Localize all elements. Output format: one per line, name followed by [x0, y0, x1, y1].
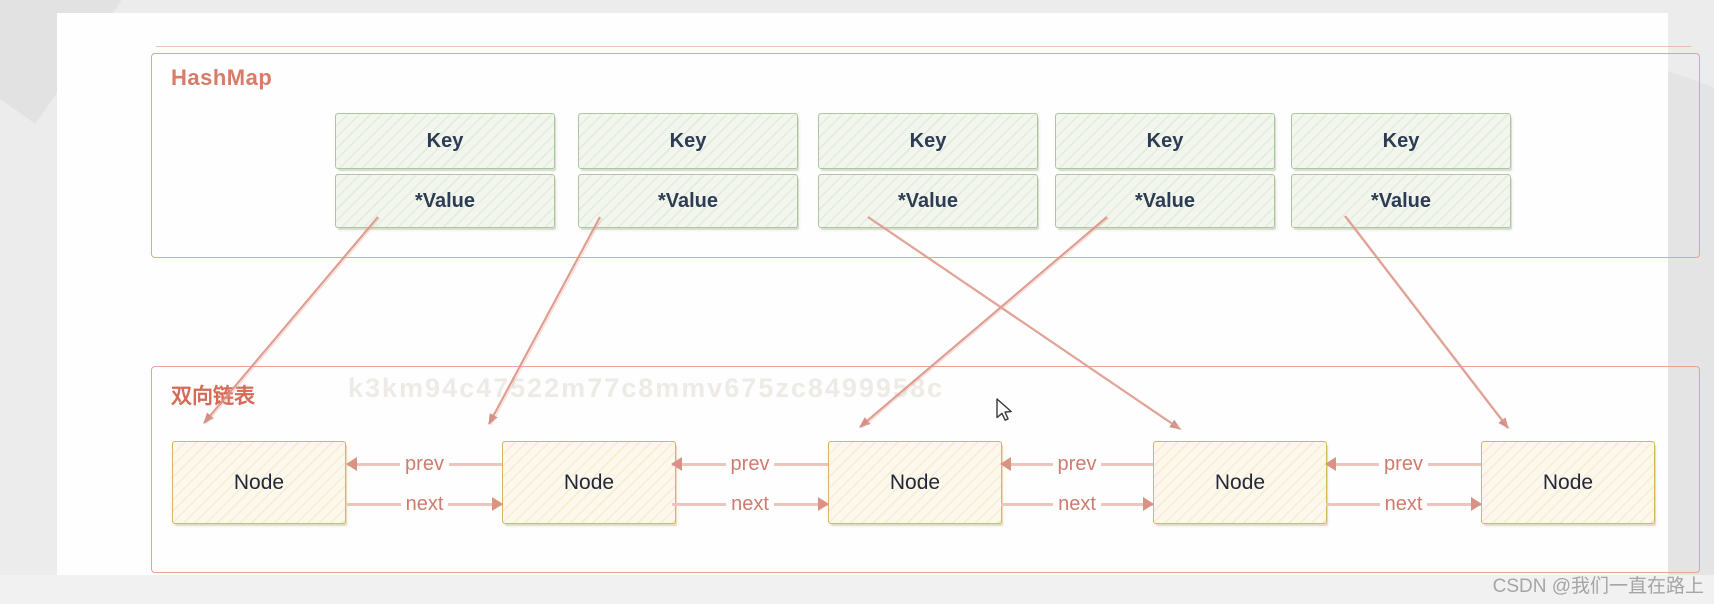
hashmap-entry-5: Key *Value — [1291, 113, 1511, 228]
value-box-1: *Value — [335, 174, 555, 228]
background-strip-bottom — [0, 575, 1714, 604]
node-4: Node — [1153, 441, 1327, 524]
value-box-5: *Value — [1291, 174, 1511, 228]
hashmap-entry-3: Key *Value — [818, 113, 1038, 228]
linkedlist-container: 双向链表 k3km94c47522m77c8mmv675zc8499958c N… — [151, 366, 1700, 573]
node-2: Node — [502, 441, 676, 524]
node-3: Node — [828, 441, 1002, 524]
link-node2-node3: prev next — [671, 453, 829, 517]
node-5: Node — [1481, 441, 1655, 524]
hashmap-label: HashMap — [171, 65, 273, 90]
node-1: Node — [172, 441, 346, 524]
prev-arrowhead-icon — [1325, 457, 1336, 471]
prev-arrowhead-icon — [1000, 457, 1011, 471]
key-box-1: Key — [335, 113, 555, 169]
next-arrowhead-icon — [1143, 497, 1154, 511]
value-box-4: *Value — [1055, 174, 1275, 228]
csdn-watermark: CSDN @我们一直在路上 — [1492, 576, 1704, 597]
prev-arrowhead-icon — [346, 457, 357, 471]
hashmap-entry-1: Key *Value — [335, 113, 555, 228]
key-box-4: Key — [1055, 113, 1275, 169]
value-box-2: *Value — [578, 174, 798, 228]
ghost-hash-watermark: k3km94c47522m77c8mmv675zc8499958c — [348, 373, 944, 403]
prev-label: prev — [347, 453, 502, 475]
link-node1-node2: prev next — [346, 453, 503, 517]
next-label: next — [672, 493, 828, 515]
next-arrowhead-icon — [492, 497, 503, 511]
hashmap-entry-2: Key *Value — [578, 113, 798, 228]
link-node3-node4: prev next — [1000, 453, 1154, 517]
diagram-canvas: HashMap Key *Value Key *Value Key *Value… — [57, 13, 1700, 575]
link-node4-node5: prev next — [1325, 453, 1482, 517]
next-label: next — [1001, 493, 1153, 515]
prev-arrowhead-icon — [671, 457, 682, 471]
key-box-5: Key — [1291, 113, 1511, 169]
prev-label: prev — [1001, 453, 1153, 475]
key-box-3: Key — [818, 113, 1038, 169]
hashmap-entry-4: Key *Value — [1055, 113, 1275, 228]
hashmap-container: HashMap Key *Value Key *Value Key *Value… — [151, 46, 1700, 258]
next-arrowhead-icon — [1471, 497, 1482, 511]
next-label: next — [347, 493, 502, 515]
linkedlist-label: 双向链表 — [171, 385, 255, 408]
next-arrowhead-icon — [818, 497, 829, 511]
value-box-3: *Value — [818, 174, 1038, 228]
key-box-2: Key — [578, 113, 798, 169]
prev-label: prev — [1326, 453, 1481, 475]
next-label: next — [1326, 493, 1481, 515]
prev-label: prev — [672, 453, 828, 475]
